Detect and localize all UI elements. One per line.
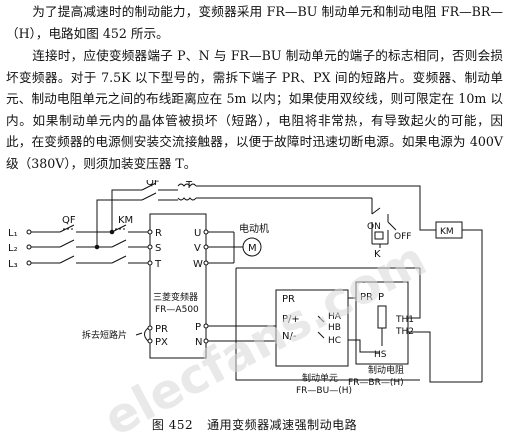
inverter-terminal-p: P — [195, 322, 201, 333]
contactor-km-label: KM — [118, 215, 133, 226]
brake-unit-pr: PR — [282, 294, 295, 305]
inverter-terminal-u: U — [194, 228, 201, 239]
resistor-th2: TH2 — [395, 327, 414, 337]
breaker-qf-left: QF — [59, 215, 112, 264]
figure-number: 图 452 — [151, 418, 194, 432]
control-switches: ON OFF K KM — [367, 198, 483, 382]
resistor-element — [377, 305, 387, 329]
contactor-km: KM — [111, 215, 150, 264]
figure-title: 通用变频器减速强制动电路 — [207, 418, 358, 432]
line-l3-label: L₃ — [8, 259, 18, 270]
transformer-secondary — [177, 197, 197, 201]
paragraph-1: 为了提高减速时的制动能力，变频器采用 FR—BU 制动单元和制动电阻 FR—BR… — [6, 1, 503, 44]
motor: M 电动机 — [208, 222, 269, 264]
figure-caption: 图 452 通用变频器减速强制动电路 — [0, 416, 509, 433]
brake-unit-ha: HA — [328, 312, 342, 322]
control-branch: QF T — [94, 180, 421, 250]
brake-resistor: PR P TH1 TH2 HS 制动电阻 FR—BR—(H) — [348, 268, 482, 388]
inverter-terminal-s: S — [155, 243, 161, 254]
inverter-terminal-v: V — [194, 243, 201, 254]
brake-unit-hb: HB — [328, 323, 341, 333]
brake-unit-name-1: 制动单元 — [302, 372, 338, 384]
motor-circle — [242, 237, 262, 257]
brake-unit-name-2: FR—BU—(H) — [296, 386, 352, 396]
breaker-qf-left-label: QF — [62, 215, 76, 226]
resistor-name-1: 制动电阻 — [368, 364, 404, 376]
resistor-th1: TH1 — [395, 315, 414, 325]
supply-lines: L₁ L₂ L₃ — [8, 228, 60, 270]
resistor-p: P — [378, 292, 384, 303]
inverter-name-1: 三菱变频器 — [153, 291, 198, 303]
relay-k-label: K — [374, 249, 381, 260]
paragraph-1-text: 为了提高减速时的制动能力，变频器采用 FR—BU 制动单元和制动电阻 FR—BR… — [6, 4, 503, 41]
line-l1-label: L₁ — [8, 228, 18, 239]
coil-km-label: KM — [440, 227, 454, 237]
line-l2-label: L₂ — [8, 243, 18, 254]
paragraph-2: 连接时，应使变频器端子 P、N 与 FR—BU 制动单元的端子的标志相同，否则会… — [6, 45, 503, 174]
inverter-terminal-r: R — [155, 228, 162, 239]
jumper-removed: 拆去短路片 — [82, 327, 149, 342]
transformer-primary — [177, 183, 197, 187]
switch-off-label: OFF — [394, 232, 411, 242]
jumper-label: 拆去短路片 — [82, 329, 127, 341]
inverter-terminal-w: W — [193, 259, 203, 270]
resistor-pr: PR — [360, 292, 373, 303]
resistor-hs: HS — [374, 350, 387, 360]
resistor-name-2: FR—BR—(H) — [348, 378, 404, 388]
motor-label: 电动机 — [239, 222, 269, 235]
brake-unit-p: P/+ — [282, 314, 300, 325]
inverter-block: R S T U V W 三菱变频器 FR—A500 PR PX P N — [147, 213, 209, 359]
inverter-terminal-n: N — [195, 337, 202, 348]
switch-on-label: ON — [367, 222, 381, 232]
brake-unit-n: N/- — [282, 331, 297, 342]
inverter-terminal-px: PX — [155, 337, 168, 348]
inverter-terminal-t: T — [154, 259, 162, 270]
inverter-name-2: FR—A500 — [155, 305, 199, 315]
inverter-terminal-pr: PR — [155, 324, 168, 335]
circuit-diagram: L₁ L₂ L₃ QF QF T — [8, 180, 483, 396]
paragraph-2-text: 连接时，应使变频器端子 P、N 与 FR—BU 制动单元的端子的标志相同，否则会… — [6, 48, 503, 171]
brake-unit-hc: HC — [328, 336, 341, 346]
motor-symbol: M — [248, 243, 257, 254]
